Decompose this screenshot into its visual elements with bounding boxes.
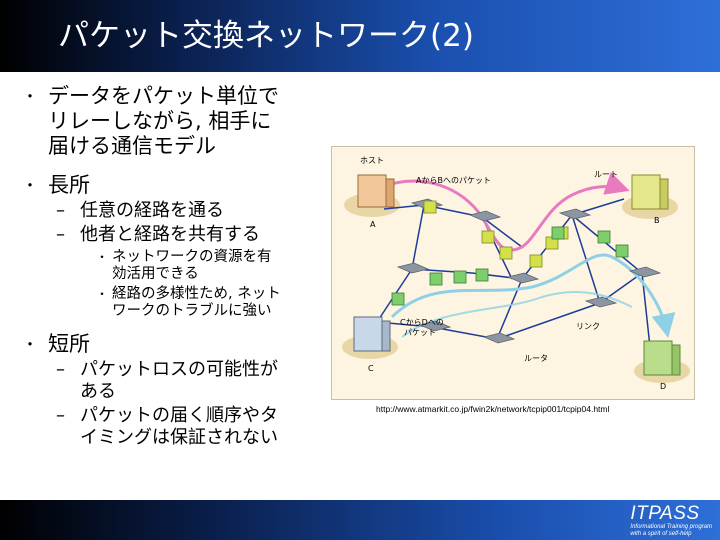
sub-bullet: – パケットロスの可能性が ある bbox=[22, 359, 322, 403]
bullet-heading: 長所 bbox=[48, 173, 90, 197]
subsub-bullet-line: 経路の多様性ため, ネット bbox=[112, 286, 281, 302]
sub-bullet-line: 他者と経路を共有する bbox=[80, 224, 260, 245]
bullet-marker: ・ bbox=[22, 335, 39, 354]
label-path-cd-2: パケット bbox=[404, 328, 436, 337]
footer-bar bbox=[0, 500, 720, 540]
subsub-bullet: ・ ネットワークの資源を有 効活用できる bbox=[22, 249, 322, 283]
logo-sub-1: Informational Training program bbox=[630, 524, 712, 530]
label-node-a: A bbox=[370, 220, 376, 229]
label-router: ルータ bbox=[524, 354, 548, 363]
bullet-pros: ・ 長所 bbox=[22, 173, 322, 198]
subsub-bullet-marker: ・ bbox=[96, 250, 109, 264]
network-diagram-svg: ホスト AからBへのパケット ルート A B CからDへの パケット リンク ル… bbox=[342, 156, 690, 391]
sub-bullet-marker: – bbox=[56, 200, 65, 221]
bullet-line: データをパケット単位で bbox=[48, 84, 279, 108]
sub-bullet-line: ある bbox=[80, 381, 116, 402]
sub-bullet: – 任意の経路を通る bbox=[22, 200, 322, 222]
sub-bullet-marker: – bbox=[56, 405, 65, 426]
subsub-bullet-line: ワークのトラブルに強い bbox=[112, 303, 272, 319]
routers bbox=[396, 198, 662, 344]
bullet-model: ・ データをパケット単位で リレーしながら, 相手に 届ける通信モデル bbox=[22, 84, 322, 159]
sub-bullet-marker: – bbox=[56, 224, 65, 245]
subsub-bullet-line: ネットワークの資源を有 bbox=[112, 249, 272, 265]
sub-bullet-line: 任意の経路を通る bbox=[80, 200, 224, 221]
label-link: リンク bbox=[576, 322, 600, 331]
title-bar bbox=[0, 0, 720, 72]
bullet-marker: ・ bbox=[22, 87, 39, 106]
subsub-bullet-line: 効活用できる bbox=[112, 266, 199, 282]
network-diagram: ホスト AからBへのパケット ルート A B CからDへの パケット リンク ル… bbox=[331, 146, 695, 400]
logo-main: ITPASS bbox=[630, 503, 700, 524]
host-c bbox=[353, 316, 391, 352]
label-node-c: C bbox=[368, 364, 374, 373]
label-node-b: B bbox=[654, 216, 660, 225]
label-path-cd-1: CからDへの bbox=[400, 318, 444, 327]
sub-bullet-marker: – bbox=[56, 359, 65, 380]
label-node-d: D bbox=[660, 382, 666, 391]
bullet-line: リレーしながら, 相手に bbox=[48, 109, 272, 133]
label-path-ab: AからBへのパケット bbox=[416, 176, 491, 185]
label-route: ルート bbox=[594, 170, 618, 179]
slide-title: パケット交換ネットワーク(2) bbox=[58, 18, 474, 54]
sub-bullet: – 他者と経路を共有する bbox=[22, 224, 322, 246]
sub-bullet-line: イミングは保証されない bbox=[80, 427, 278, 448]
packets-green bbox=[391, 226, 629, 306]
bullet-cons: ・ 短所 bbox=[22, 332, 322, 357]
subsub-bullet: ・ 経路の多様性ため, ネット ワークのトラブルに強い bbox=[22, 286, 322, 320]
source-url: http://www.atmarkit.co.jp/fwin2k/network… bbox=[376, 404, 610, 414]
host-a bbox=[357, 174, 395, 208]
subsub-bullet-marker: ・ bbox=[96, 287, 109, 301]
bullet-line: 届ける通信モデル bbox=[48, 134, 216, 158]
bullet-list: ・ データをパケット単位で リレーしながら, 相手に 届ける通信モデル ・ 長所… bbox=[22, 84, 322, 449]
packets bbox=[423, 200, 569, 268]
bullet-heading: 短所 bbox=[48, 332, 90, 356]
sub-bullet-line: パケットの届く順序やタ bbox=[80, 405, 278, 426]
itpass-logo: ITPASS Informational Training program wi… bbox=[630, 504, 712, 538]
sub-bullet-line: パケットロスの可能性が bbox=[80, 359, 278, 380]
host-d bbox=[643, 340, 681, 376]
bullet-marker: ・ bbox=[22, 176, 39, 195]
label-host: ホスト bbox=[360, 156, 384, 165]
logo-sub-2: with a spirit of self-help bbox=[630, 531, 692, 537]
sub-bullet: – パケットの届く順序やタ イミングは保証されない bbox=[22, 405, 322, 449]
host-b bbox=[631, 174, 669, 210]
path-a-to-b bbox=[381, 171, 630, 252]
path-c-to-d bbox=[390, 253, 676, 338]
path-c-to-d-alt bbox=[401, 290, 633, 338]
